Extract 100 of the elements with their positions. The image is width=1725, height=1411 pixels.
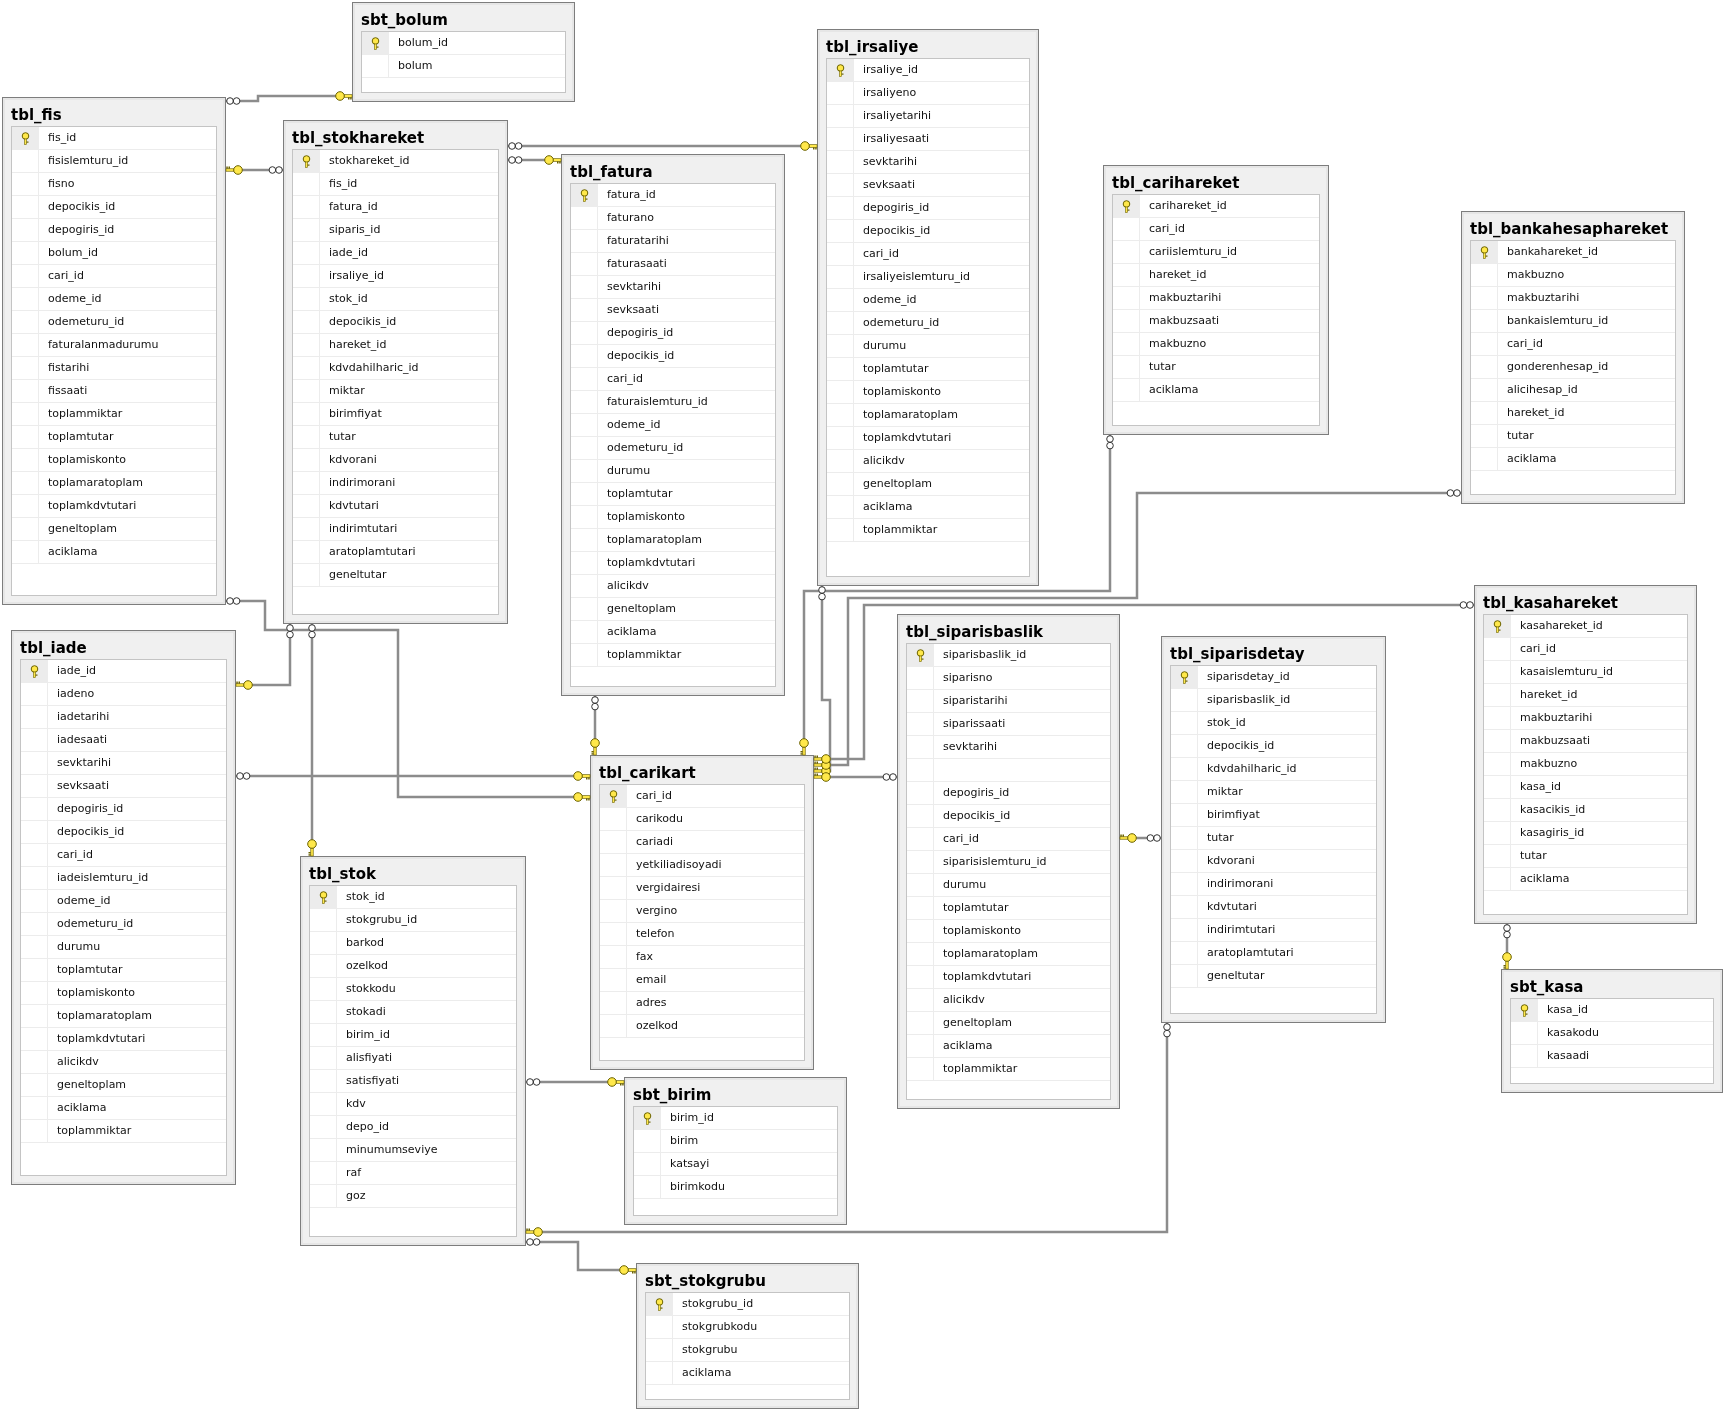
column-name: durumu [942, 878, 987, 892]
column-name: indirimorani [328, 476, 396, 490]
table-box [1474, 585, 1697, 924]
column-name: faturalanmadurumu [47, 338, 159, 352]
column-name: stokgrubu [681, 1343, 738, 1357]
column-name: makbuztarihi [1506, 291, 1580, 305]
column-name: kdvtutari [328, 499, 379, 513]
table-box [561, 154, 785, 696]
table-title: tbl_carihareket [1111, 173, 1241, 194]
column-name: miktar [328, 384, 365, 398]
column-name: fistarihi [47, 361, 90, 375]
column-name: toplamtutar [862, 362, 929, 376]
column-name: makbuztarihi [1148, 291, 1222, 305]
column-name: geneltoplam [862, 477, 933, 491]
relationship-line [226, 91, 353, 105]
column-name: birimfiyat [328, 407, 382, 421]
column-name: geneltutar [328, 568, 387, 582]
column-name: bolum_id [397, 36, 448, 50]
relationship-line [813, 772, 897, 782]
column-name: toplammiktar [47, 407, 123, 421]
column-name: birimkodu [669, 1180, 725, 1194]
column-name: aciklama [47, 545, 98, 559]
column-name: iade_id [328, 246, 369, 260]
table-box [1461, 211, 1685, 504]
table-title: tbl_irsaliye [825, 37, 920, 58]
column-name: cari_id [1148, 222, 1185, 236]
relationship-line [526, 1077, 625, 1087]
column-name: indirimorani [1206, 877, 1274, 891]
column-name: stokadi [345, 1005, 386, 1019]
column-name: durumu [606, 464, 651, 478]
column-name: kasacikis_id [1519, 803, 1586, 817]
column-name: bolum [397, 59, 433, 73]
column-name: irsaliyeno [862, 86, 917, 100]
column-name: miktar [1206, 785, 1243, 799]
relationship-line [508, 155, 562, 165]
column-name: carihareket_id [1148, 199, 1227, 213]
column-name: cari_id [1506, 337, 1543, 351]
column-name: toplamtutar [606, 487, 673, 501]
column-name: irsaliye_id [328, 269, 384, 283]
column-name: cariislemturu_id [1148, 245, 1237, 259]
column-name: kdvorani [328, 453, 377, 467]
column-name: geneltoplam [606, 602, 677, 616]
relationship-line [1119, 833, 1161, 843]
table-box [2, 97, 226, 605]
table-title: tbl_carikart [598, 763, 697, 784]
column-name: ozelkod [635, 1019, 679, 1033]
column-name: depogiris_id [56, 802, 124, 816]
column-name: bolum_id [47, 246, 98, 260]
column-name: siparisbaslik_id [1206, 693, 1291, 707]
column-name: birimfiyat [1206, 808, 1260, 822]
column-name: telefon [635, 927, 675, 941]
column-name: barkod [345, 936, 384, 950]
table-box [1103, 165, 1329, 435]
relationship-line [813, 601, 1474, 764]
relationship-line [236, 771, 591, 781]
column-name: fisislemturu_id [47, 154, 129, 168]
column-name: alicikdv [942, 993, 985, 1007]
column-name: siparistarihi [942, 694, 1008, 708]
column-name: adres [635, 996, 667, 1010]
table-box [352, 2, 575, 102]
column-name: makbuzsaati [1148, 314, 1220, 328]
column-name: aciklama [1506, 452, 1557, 466]
column-name: toplammiktar [942, 1062, 1018, 1076]
column-name: irsaliyetarihi [862, 109, 932, 123]
column-name: odemeturu_id [56, 917, 134, 931]
column-name: fis_id [47, 131, 77, 145]
column-name: depocikis_id [56, 825, 125, 839]
column-name: fax [635, 950, 654, 964]
column-name: stok_id [345, 890, 385, 904]
column-name: kasaislemturu_id [1519, 665, 1614, 679]
column-name: irsaliyesaati [862, 132, 930, 146]
relationship-line [799, 435, 1114, 756]
table-box [300, 856, 526, 1246]
column-name: toplamkdvtutari [56, 1032, 146, 1046]
column-name: faturano [606, 211, 654, 225]
table-box [817, 29, 1039, 586]
relationship-line [1502, 924, 1512, 970]
column-name: cari_id [606, 372, 643, 386]
column-name: email [635, 973, 667, 987]
column-name: tutar [328, 430, 356, 444]
column-name: alicikdv [862, 454, 905, 468]
column-name: toplammiktar [606, 648, 682, 662]
column-name: alisfiyati [345, 1051, 393, 1065]
column-name: toplamkdvtutari [862, 431, 952, 445]
column-name: irsaliyeislemturu_id [862, 270, 971, 284]
column-name: yetkiliadisoyadi [635, 858, 722, 872]
column-name: vergidairesi [635, 881, 701, 895]
column-name: cariadi [635, 835, 674, 849]
column-name: kasagiris_id [1519, 826, 1585, 840]
column-name: siparis_id [328, 223, 381, 237]
column-name: toplamtutar [56, 963, 123, 977]
column-name: aciklama [606, 625, 657, 639]
column-name: toplamaratoplam [606, 533, 703, 547]
table-title: sbt_birim [632, 1085, 713, 1106]
column-name: hareket_id [1148, 268, 1207, 282]
column-name: aciklama [1519, 872, 1570, 886]
column-name: raf [345, 1166, 362, 1180]
column-name: odeme_id [47, 292, 102, 306]
column-name: alicikdv [56, 1055, 99, 1069]
column-name: irsaliye_id [862, 63, 918, 77]
